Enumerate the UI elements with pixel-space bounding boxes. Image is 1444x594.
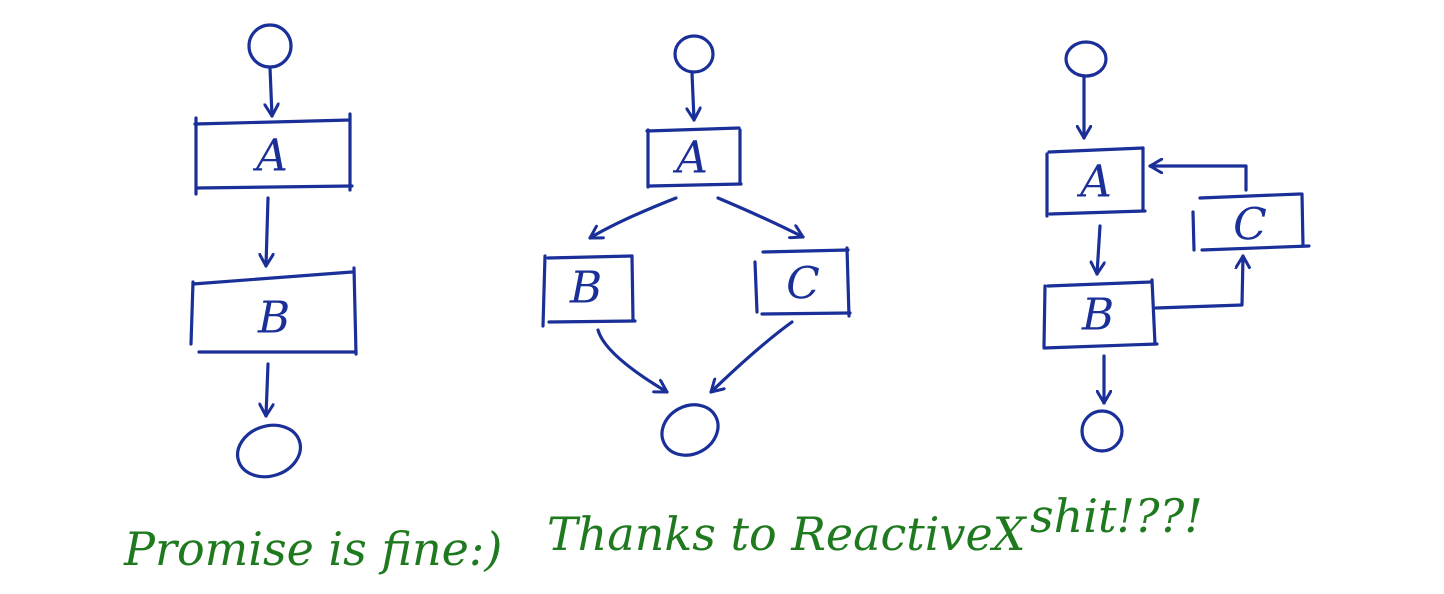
node-b-label: B [257,293,290,344]
end-node [236,423,302,479]
edge-a-to-c [716,196,805,237]
end-node [660,403,720,457]
node-b-label: B [569,263,602,314]
node-a-label: A [252,131,288,182]
node-b: B [189,266,358,356]
caption-fork-join: Thanks to ReactiveX [547,507,1028,561]
node-c-label: C [1233,200,1267,251]
start-node [247,23,293,69]
node-b: B [1042,278,1159,350]
node-c: C [753,246,852,318]
edge-a-to-b [588,196,678,240]
node-c-label: C [786,259,820,310]
edge-c-to-end [709,320,794,394]
edge-a-to-b [266,196,268,268]
start-node [673,34,715,74]
start-node [1064,40,1108,78]
diagram-sequential: A B Promise is fine:) [123,23,502,576]
node-c: C [1191,192,1311,252]
edge-start-to-a [692,71,694,122]
node-b: B [541,254,637,328]
caption-loop: shit!??! [1030,489,1203,543]
edge-b-to-end [266,362,268,418]
node-a: A [193,112,354,196]
node-a-label: A [1076,157,1112,208]
edge-a-to-b [1097,224,1100,276]
node-a-label: A [672,133,708,184]
node-a: A [645,126,743,189]
diagram-loop: A B C shit!??! [1030,40,1311,543]
node-a: A [1045,146,1147,218]
caption-sequential: Promise is fine:) [123,522,502,576]
edge-start-to-a [270,66,272,118]
diagram-fork-join: A B C Thanks to ReactiveX [541,34,1028,561]
end-node [1080,409,1124,453]
edge-c-to-a [1148,166,1248,192]
node-b-label: B [1081,290,1114,341]
edge-b-to-end [596,328,669,394]
edge-b-to-c [1154,254,1243,310]
